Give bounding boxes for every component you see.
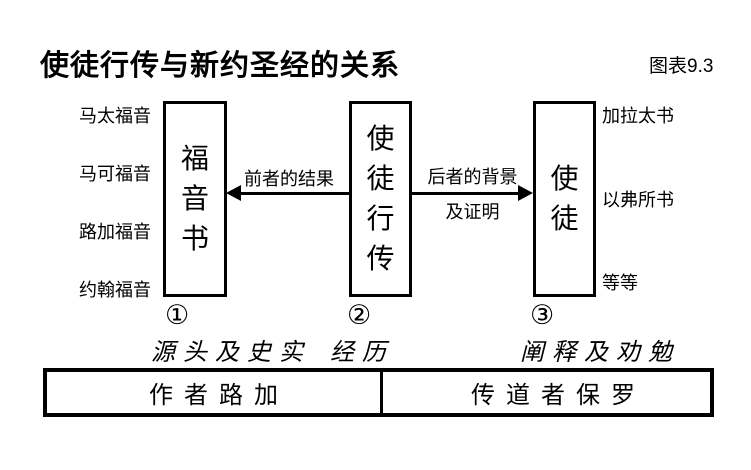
box-acts-char: 行 — [366, 203, 395, 234]
circled-number-2: ② — [347, 300, 372, 331]
epistle-label-galatians: 加拉太书 — [602, 106, 674, 126]
arrow-to-gospels-label: 前者的结果 — [244, 169, 334, 189]
gospel-label-luke: 路加福音 — [79, 222, 151, 242]
arrow-to-gospels-line — [240, 192, 349, 195]
footer-cell-author-luke: 作者路加 — [47, 372, 383, 413]
arrowhead-left-icon — [226, 185, 241, 201]
gospel-label-john: 约翰福音 — [79, 280, 151, 300]
page-title: 使徒行传与新约圣经的关系 — [40, 50, 401, 82]
box-gospels-char: 福 — [180, 143, 209, 174]
epistle-label-etc: 等等 — [602, 273, 638, 293]
footer-cell-preacher-paul: 传道者保罗 — [471, 382, 646, 409]
caption-acts: 经历 — [330, 340, 394, 366]
arrow-to-apostle-line — [412, 192, 520, 195]
box-gospels-char: 书 — [180, 223, 209, 254]
epistle-label-ephesians: 以弗所书 — [602, 190, 674, 210]
box-acts-char: 徒 — [366, 163, 395, 194]
box-apostle-char: 徒 — [550, 203, 579, 234]
box-apostle: 使 徒 — [533, 101, 596, 297]
arrow-to-apostle-label-line2: 及证明 — [445, 202, 500, 222]
caption-gospels: 源头及史实 — [151, 340, 311, 366]
box-gospels: 福 音 书 — [163, 101, 227, 297]
gospel-label-matthew: 马太福音 — [79, 106, 151, 126]
arrowhead-right-icon — [518, 185, 533, 201]
gospel-label-mark: 马可福音 — [79, 164, 151, 184]
figure-label: 图表9.3 — [649, 56, 714, 77]
circled-number-3: ③ — [530, 300, 555, 331]
box-acts-char: 传 — [366, 243, 395, 274]
arrow-to-apostle-label-line1: 后者的背景 — [427, 167, 518, 187]
caption-apostle: 阐释及劝勉 — [520, 340, 680, 366]
box-acts-char: 使 — [366, 123, 395, 154]
footer-table: 作者路加 传道者保罗 — [43, 368, 714, 417]
box-apostle-char: 使 — [550, 163, 579, 194]
circled-number-1: ① — [165, 300, 190, 331]
box-acts: 使 徒 行 传 — [349, 101, 412, 297]
box-gospels-char: 音 — [180, 183, 209, 214]
